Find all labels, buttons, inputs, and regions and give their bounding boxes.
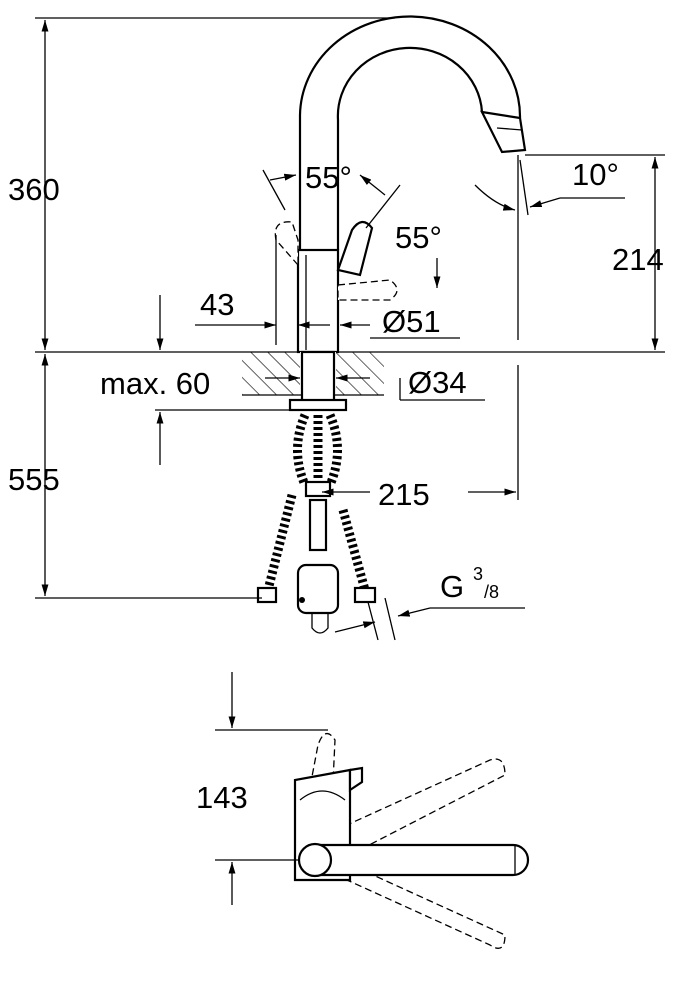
spout [298, 15, 527, 250]
dimension-555: 555 [8, 354, 262, 599]
label-143: 143 [196, 780, 248, 815]
label-55-side: 55° [395, 220, 442, 255]
label-214: 214 [612, 242, 664, 277]
dimension-43-51: 43 Ø51 [195, 235, 460, 345]
label-43: 43 [200, 287, 234, 322]
label-g-num: 3 [473, 564, 483, 584]
lever-side-position [337, 279, 398, 301]
label-diameter-51: Ø51 [382, 304, 441, 339]
lever [336, 220, 374, 277]
top-view: 143 [196, 672, 530, 949]
label-max-60: max. 60 [100, 366, 210, 401]
lever-left-position [274, 221, 299, 267]
label-360: 360 [8, 172, 60, 207]
faucet-body [296, 248, 340, 354]
label-55-top: 55° [305, 160, 352, 195]
dimension-55-side: 55° [395, 220, 442, 288]
label-g: G [440, 569, 464, 604]
dimension-215: 215 [322, 365, 519, 512]
dimension-55-top: 55° [262, 160, 401, 229]
dimension-10-deg: 10° [474, 154, 665, 340]
label-g-den: /8 [484, 582, 499, 602]
dimension-214: 214 [612, 157, 664, 350]
dimension-g-3-8: G 3 /8 [334, 564, 525, 633]
label-555: 555 [8, 462, 60, 497]
dimension-360: 360 [8, 17, 395, 350]
label-diameter-34: Ø34 [408, 365, 467, 400]
label-215: 215 [378, 477, 430, 512]
hoses [256, 413, 396, 641]
mounting-deck: max. 60 Ø34 [100, 295, 485, 465]
label-10-deg: 10° [572, 157, 619, 192]
